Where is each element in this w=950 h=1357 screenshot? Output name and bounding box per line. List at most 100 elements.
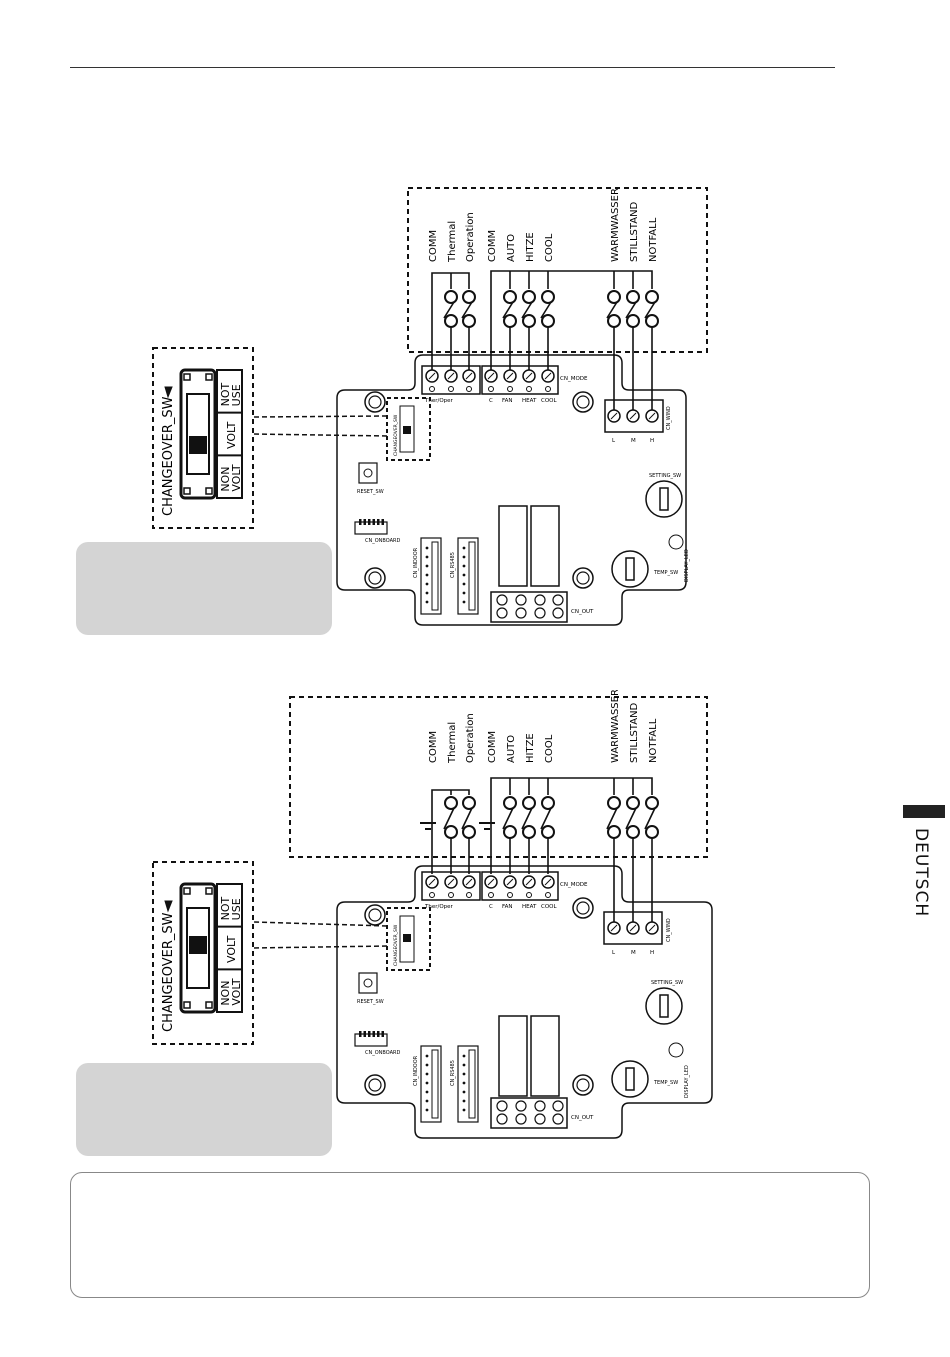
contact-terminal xyxy=(462,825,476,839)
connector-pin xyxy=(462,582,466,586)
mounting-hole xyxy=(368,1078,382,1092)
contact-switch xyxy=(461,301,473,319)
connector-pin xyxy=(372,1031,375,1037)
changeover-position-label: NOT xyxy=(219,896,232,920)
terminal-pin xyxy=(545,386,551,392)
reset-switch xyxy=(358,972,378,994)
mounting-hole xyxy=(572,897,594,919)
changeover-position-label: NON xyxy=(219,981,232,1006)
temp-switch xyxy=(611,1060,649,1098)
mounting-hole xyxy=(572,391,594,413)
connector-pin xyxy=(425,555,429,559)
connector-pin xyxy=(425,1090,429,1094)
screw-terminal xyxy=(648,924,656,932)
terminal-label: COOL xyxy=(544,734,555,763)
mounting-hole xyxy=(364,391,386,413)
screw-terminal xyxy=(525,372,533,380)
contact-terminal xyxy=(522,314,536,328)
contact-terminal xyxy=(645,825,659,839)
connector-pin xyxy=(462,573,466,577)
cn-out-connector xyxy=(490,1097,568,1129)
cn-onboard-label: CN_ONBOARD xyxy=(365,538,400,544)
temp-switch xyxy=(611,550,649,588)
screw-terminal xyxy=(648,412,656,420)
cn-rs485-connector xyxy=(468,1049,476,1119)
terminal-pin xyxy=(488,892,494,898)
connector-pin xyxy=(372,519,375,525)
mode-terminal-label: HEAT xyxy=(522,904,537,910)
temp-sw-label: TEMP_SW xyxy=(653,1080,678,1086)
pcb-changeover-label: CHANGEOVER_SW xyxy=(393,924,399,966)
screw-terminal xyxy=(515,594,527,606)
relay xyxy=(530,1015,560,1097)
terminal-pin xyxy=(507,386,513,392)
contact-terminal xyxy=(444,796,458,810)
pcb-outline xyxy=(336,354,687,626)
screw-terminal xyxy=(534,1113,546,1125)
terminal-label: COMM xyxy=(428,230,439,262)
contact-terminal xyxy=(607,825,621,839)
wind-terminal-label: L xyxy=(612,438,616,444)
contact-terminal xyxy=(541,825,555,839)
mounting-hole xyxy=(576,1078,590,1092)
mounting-hole xyxy=(572,1074,594,1096)
screw-terminal xyxy=(506,372,514,380)
changeover-panel-title: CHANGEOVER_SW xyxy=(161,396,176,516)
terminal-label: HITZE xyxy=(525,232,536,262)
connector-pin xyxy=(425,573,429,577)
terminal-label: Thermal xyxy=(447,722,458,764)
contact-terminal xyxy=(541,290,555,304)
mode-terminal-label: FAN xyxy=(502,398,513,404)
cn-indoor-connector xyxy=(420,537,442,615)
mode-terminal-label: C xyxy=(489,398,493,404)
changeover-switch-track xyxy=(186,393,210,475)
contact-switch xyxy=(540,301,552,319)
note-box xyxy=(70,1172,870,1298)
contact-terminal xyxy=(462,290,476,304)
cn-mode-label: CN_MODE xyxy=(560,882,588,888)
mounting-hole xyxy=(364,904,386,926)
contact-switch xyxy=(521,807,533,830)
contact-terminal xyxy=(626,314,640,328)
setting-sw-label: SETTING_SW xyxy=(649,473,681,479)
leader-line xyxy=(252,415,388,418)
reset-switch-button xyxy=(363,468,373,478)
screw-terminal xyxy=(515,607,527,619)
contact-terminal xyxy=(626,825,640,839)
contact-terminal xyxy=(645,314,659,328)
mounting-hole xyxy=(368,571,382,585)
pcb-changeover-label: CHANGEOVER_SW xyxy=(393,414,399,456)
cn-rs485-connector xyxy=(457,537,479,615)
terminal-label: NOTFALL xyxy=(648,217,659,262)
pcb-changeover-switch xyxy=(399,405,415,453)
contact-switch xyxy=(521,301,533,319)
screw-terminal xyxy=(428,878,436,886)
contact-terminal xyxy=(522,290,536,304)
connector-pin xyxy=(425,600,429,604)
switch-corner-mark xyxy=(183,1001,191,1009)
mode-terminal-label: FAN xyxy=(502,904,513,910)
changeover-switch-knob xyxy=(189,936,207,954)
contact-terminal xyxy=(607,290,621,304)
screw-terminal xyxy=(496,1100,508,1112)
terminal-block-wind xyxy=(604,399,664,433)
switch-corner-mark xyxy=(183,887,191,895)
contact-terminal xyxy=(503,290,517,304)
setting-switch-slot xyxy=(659,994,669,1018)
screw-terminal xyxy=(610,924,618,932)
terminal-label: WARMWASSER xyxy=(610,690,621,763)
terminal-block-mode xyxy=(481,365,559,395)
screw-terminal xyxy=(496,1113,508,1125)
reset-sw-label: RESET_SW xyxy=(357,489,384,495)
contact-switch xyxy=(461,807,473,830)
temp-switch-slot xyxy=(625,1067,635,1091)
connector-pin xyxy=(462,1108,466,1112)
contact-switch xyxy=(625,301,637,319)
connector-pin xyxy=(368,1031,371,1037)
contact-terminal xyxy=(626,796,640,810)
mounting-hole xyxy=(576,901,590,915)
connector-pin xyxy=(462,1063,466,1067)
top-rule xyxy=(70,67,835,68)
setting-switch-slot xyxy=(659,487,669,511)
contact-terminal xyxy=(645,796,659,810)
